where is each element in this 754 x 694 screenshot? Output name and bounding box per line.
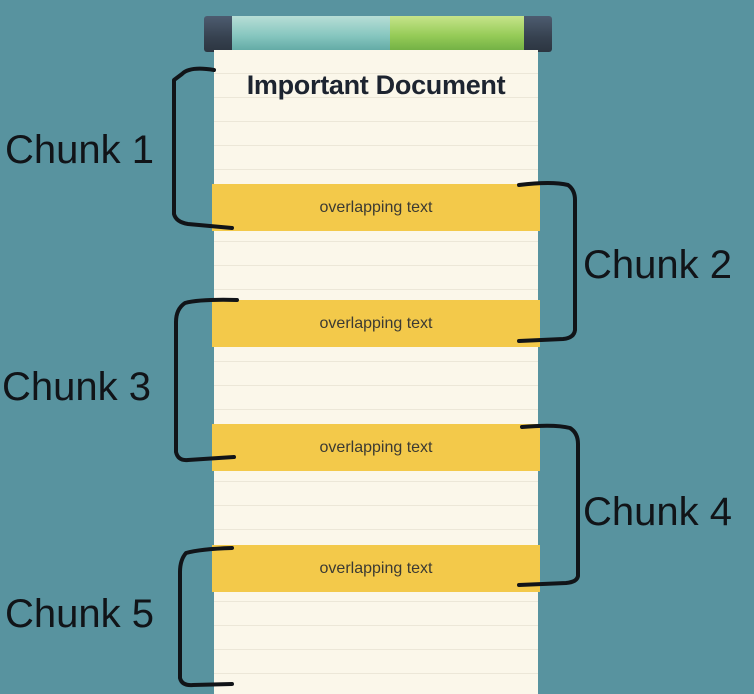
bracket-chunk-2 bbox=[517, 181, 577, 343]
scroll-rod bbox=[204, 16, 552, 52]
document-title: Important Document bbox=[246, 70, 506, 100]
overlap-highlight-1: overlapping text bbox=[212, 184, 540, 231]
chunk-3-label: Chunk 3 bbox=[2, 365, 151, 409]
overlap-highlight-2: overlapping text bbox=[212, 300, 540, 347]
rod-cap-right bbox=[524, 16, 552, 52]
overlap-highlight-4: overlapping text bbox=[212, 545, 540, 592]
chunk-1-label: Chunk 1 bbox=[5, 128, 154, 172]
overlap-highlight-3: overlapping text bbox=[212, 424, 540, 471]
bracket-chunk-1 bbox=[172, 66, 234, 230]
bracket-chunk-5 bbox=[178, 546, 234, 688]
bracket-chunk-3 bbox=[174, 297, 239, 463]
rod-segment-green bbox=[390, 16, 524, 52]
chunk-5-label: Chunk 5 bbox=[5, 592, 154, 636]
rod-cap-left bbox=[204, 16, 232, 52]
bracket-chunk-4 bbox=[517, 423, 580, 587]
chunk-2-label: Chunk 2 bbox=[583, 243, 732, 287]
chunk-4-label: Chunk 4 bbox=[583, 490, 732, 534]
rod-segment-teal bbox=[232, 16, 390, 52]
